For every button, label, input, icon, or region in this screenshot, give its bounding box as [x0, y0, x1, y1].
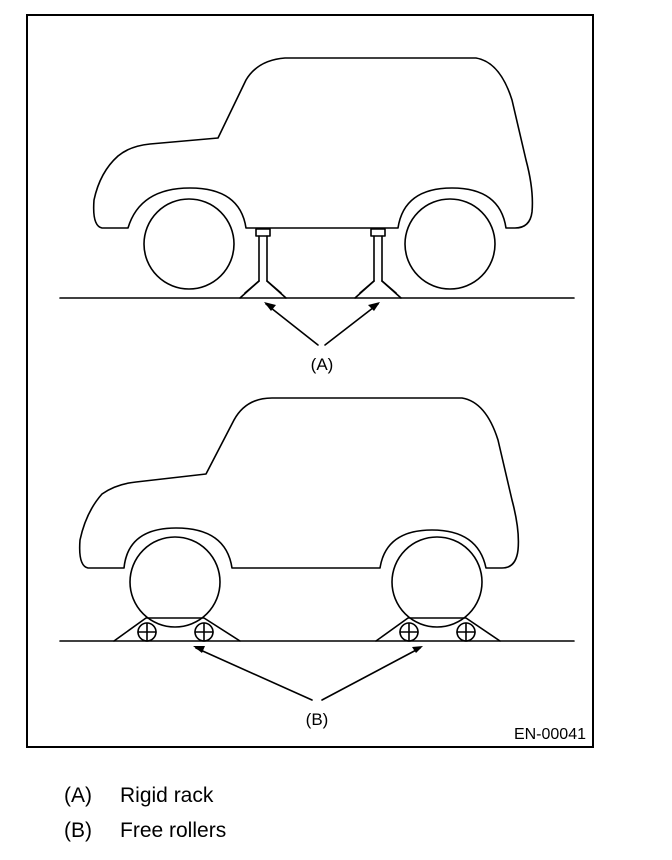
arrowhead-b-right [412, 646, 423, 653]
legend-item-b: (B) Free rollers [64, 819, 226, 843]
legend-label-a: Rigid rack [120, 784, 214, 807]
bottom-rear-wheel [391, 536, 483, 628]
rigid-rack-right [354, 228, 402, 299]
legend-key-b: (B) [64, 819, 92, 842]
figure-code: EN-00041 [514, 726, 586, 743]
arrowhead-b-left [193, 646, 205, 653]
top-car-body [92, 57, 534, 229]
arrowhead-a-right [368, 302, 380, 311]
legend-key-a: (A) [64, 784, 92, 807]
bottom-car-body [78, 397, 520, 569]
free-roller-right [375, 617, 501, 642]
rigid-rack-left [239, 228, 287, 299]
bottom-front-wheel [129, 536, 221, 628]
legend-label-b: Free rollers [120, 819, 227, 842]
figure-frame [26, 14, 594, 748]
top-rear-wheel [404, 198, 496, 290]
callout-b: (B) [306, 710, 329, 729]
legend-item-a: (A) Rigid rack [64, 784, 213, 808]
leader-arrows-a [265, 303, 379, 346]
top-front-wheel [143, 198, 235, 290]
callout-a: (A) [311, 355, 334, 374]
leader-arrows-b [195, 647, 421, 701]
arrowhead-a-left [264, 302, 276, 311]
free-roller-left [113, 617, 241, 642]
